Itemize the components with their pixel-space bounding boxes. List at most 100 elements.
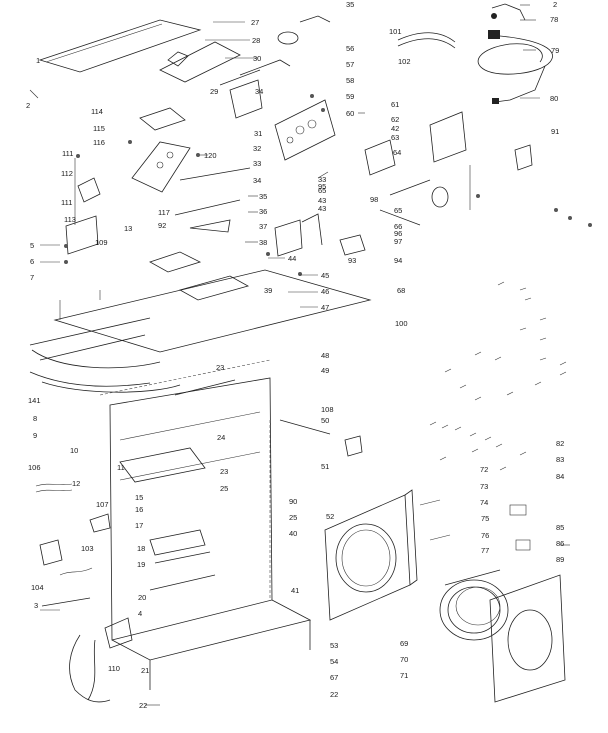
callout-label: 29 bbox=[210, 87, 218, 96]
callout-label: 45 bbox=[321, 271, 329, 280]
callout-label: 112 bbox=[61, 169, 73, 178]
callout-label: 30 bbox=[253, 54, 261, 63]
callout-label: 3 bbox=[34, 601, 38, 610]
callout-label: 34 bbox=[255, 87, 263, 96]
callout-label: 22 bbox=[330, 690, 338, 699]
callout-label: 70 bbox=[400, 655, 408, 664]
callout-label: 114 bbox=[91, 107, 103, 116]
callout-label: 96 bbox=[394, 229, 402, 238]
callout-label: 48 bbox=[321, 351, 329, 360]
callout-label: 91 bbox=[551, 127, 559, 136]
callout-label: 21 bbox=[141, 666, 149, 675]
callout-label: 80 bbox=[550, 94, 558, 103]
callout-label: 101 bbox=[389, 27, 402, 36]
callout-label: 71 bbox=[400, 671, 408, 680]
callout-label: 22 bbox=[139, 701, 147, 710]
callout-label: 27 bbox=[251, 18, 259, 27]
callout-label: 107 bbox=[96, 500, 109, 509]
callout-label: 84 bbox=[556, 472, 564, 481]
callout-label: 67 bbox=[330, 673, 338, 682]
callout-label: 141 bbox=[28, 396, 41, 405]
callout-label: 115 bbox=[93, 124, 105, 133]
callout-label: 69 bbox=[400, 639, 408, 648]
callout-label: 51 bbox=[321, 462, 329, 471]
callout-label: 93 bbox=[348, 256, 356, 265]
callout-label: 25 bbox=[220, 484, 228, 493]
callout-label: 90 bbox=[289, 497, 297, 506]
callout-label: 42 bbox=[391, 124, 399, 133]
callout-label: 104 bbox=[31, 583, 44, 592]
callout-label: 57 bbox=[346, 60, 354, 69]
callout-label: 23 bbox=[216, 363, 224, 372]
callout-label: 20 bbox=[138, 593, 146, 602]
callout-label: 24 bbox=[217, 433, 225, 442]
callout-label: 59 bbox=[346, 92, 354, 101]
callout-label: 8 bbox=[33, 414, 37, 423]
callout-label: 111 bbox=[62, 149, 73, 158]
callout-label: 10 bbox=[70, 446, 78, 455]
callout-label: 117 bbox=[158, 208, 170, 217]
callout-label: 120 bbox=[204, 151, 217, 160]
callout-label: 103 bbox=[81, 544, 94, 553]
callout-label: 43 bbox=[318, 204, 326, 213]
callout-label: 13 bbox=[124, 224, 132, 233]
callout-label: 82 bbox=[556, 439, 564, 448]
callout-label: 65 bbox=[394, 206, 402, 215]
callout-label: 15 bbox=[135, 493, 143, 502]
callout-label: 5 bbox=[30, 241, 34, 250]
callout-labels: 2 78 79 80 91 35 101 102 27 28 30 56 57 … bbox=[26, 0, 564, 710]
callout-label: 44 bbox=[288, 254, 296, 263]
callout-label: 4 bbox=[138, 609, 142, 618]
callout-label: 36 bbox=[259, 207, 267, 216]
callout-label: 72 bbox=[480, 465, 488, 474]
callout-label: 34 bbox=[253, 176, 261, 185]
callout-label: 64 bbox=[393, 148, 401, 157]
callout-label: 9 bbox=[33, 431, 37, 440]
callout-label: 12 bbox=[72, 479, 80, 488]
callout-label: 38 bbox=[259, 238, 267, 247]
callout-label: 102 bbox=[398, 57, 411, 66]
callout-label: 41 bbox=[291, 586, 299, 595]
callout-label: 86 bbox=[556, 539, 564, 548]
callout-label: 58 bbox=[346, 76, 354, 85]
callout-label: 6 bbox=[30, 257, 34, 266]
callout-label: 78 bbox=[550, 15, 558, 24]
callout-label: 77 bbox=[481, 546, 489, 555]
callout-label: 66 bbox=[394, 222, 402, 231]
callout-label: 65 bbox=[318, 186, 326, 195]
callout-label: 62 bbox=[391, 115, 399, 124]
callout-label: 7 bbox=[30, 273, 34, 282]
callout-label: 40 bbox=[289, 529, 297, 538]
callout-label: 46 bbox=[321, 287, 329, 296]
callout-label: 43 bbox=[318, 196, 326, 205]
callout-label: 33 bbox=[253, 159, 261, 168]
callout-label: 76 bbox=[481, 531, 489, 540]
callout-label: 33 bbox=[318, 175, 326, 184]
callout-label: 106 bbox=[28, 463, 41, 472]
callout-label: 111 bbox=[61, 198, 72, 207]
callout-label: 92 bbox=[158, 221, 166, 230]
callout-label: 74 bbox=[480, 498, 488, 507]
callout-label: 28 bbox=[252, 36, 260, 45]
callout-label: 75 bbox=[481, 514, 489, 523]
callout-label: 83 bbox=[556, 455, 564, 464]
callout-label: 35 bbox=[346, 0, 354, 9]
callout-label: 2 bbox=[26, 101, 30, 110]
callout-label: 18 bbox=[137, 544, 145, 553]
callout-label: 50 bbox=[321, 416, 329, 425]
callout-label: 47 bbox=[321, 303, 329, 312]
callout-label: 97 bbox=[394, 237, 402, 246]
callout-label: 73 bbox=[480, 482, 488, 491]
callout-label: 1 bbox=[36, 56, 40, 65]
callout-label: 31 bbox=[254, 129, 262, 138]
callout-label: 95 bbox=[318, 182, 326, 191]
callout-label: 49 bbox=[321, 366, 329, 375]
callout-label: 32 bbox=[253, 144, 261, 153]
line-art bbox=[29, 3, 592, 706]
callout-label: 61 bbox=[391, 100, 399, 109]
callout-label: 60 bbox=[346, 109, 354, 118]
callout-label: 11 bbox=[117, 463, 125, 472]
callout-label: 109 bbox=[95, 238, 108, 247]
callout-label: 56 bbox=[346, 44, 354, 53]
